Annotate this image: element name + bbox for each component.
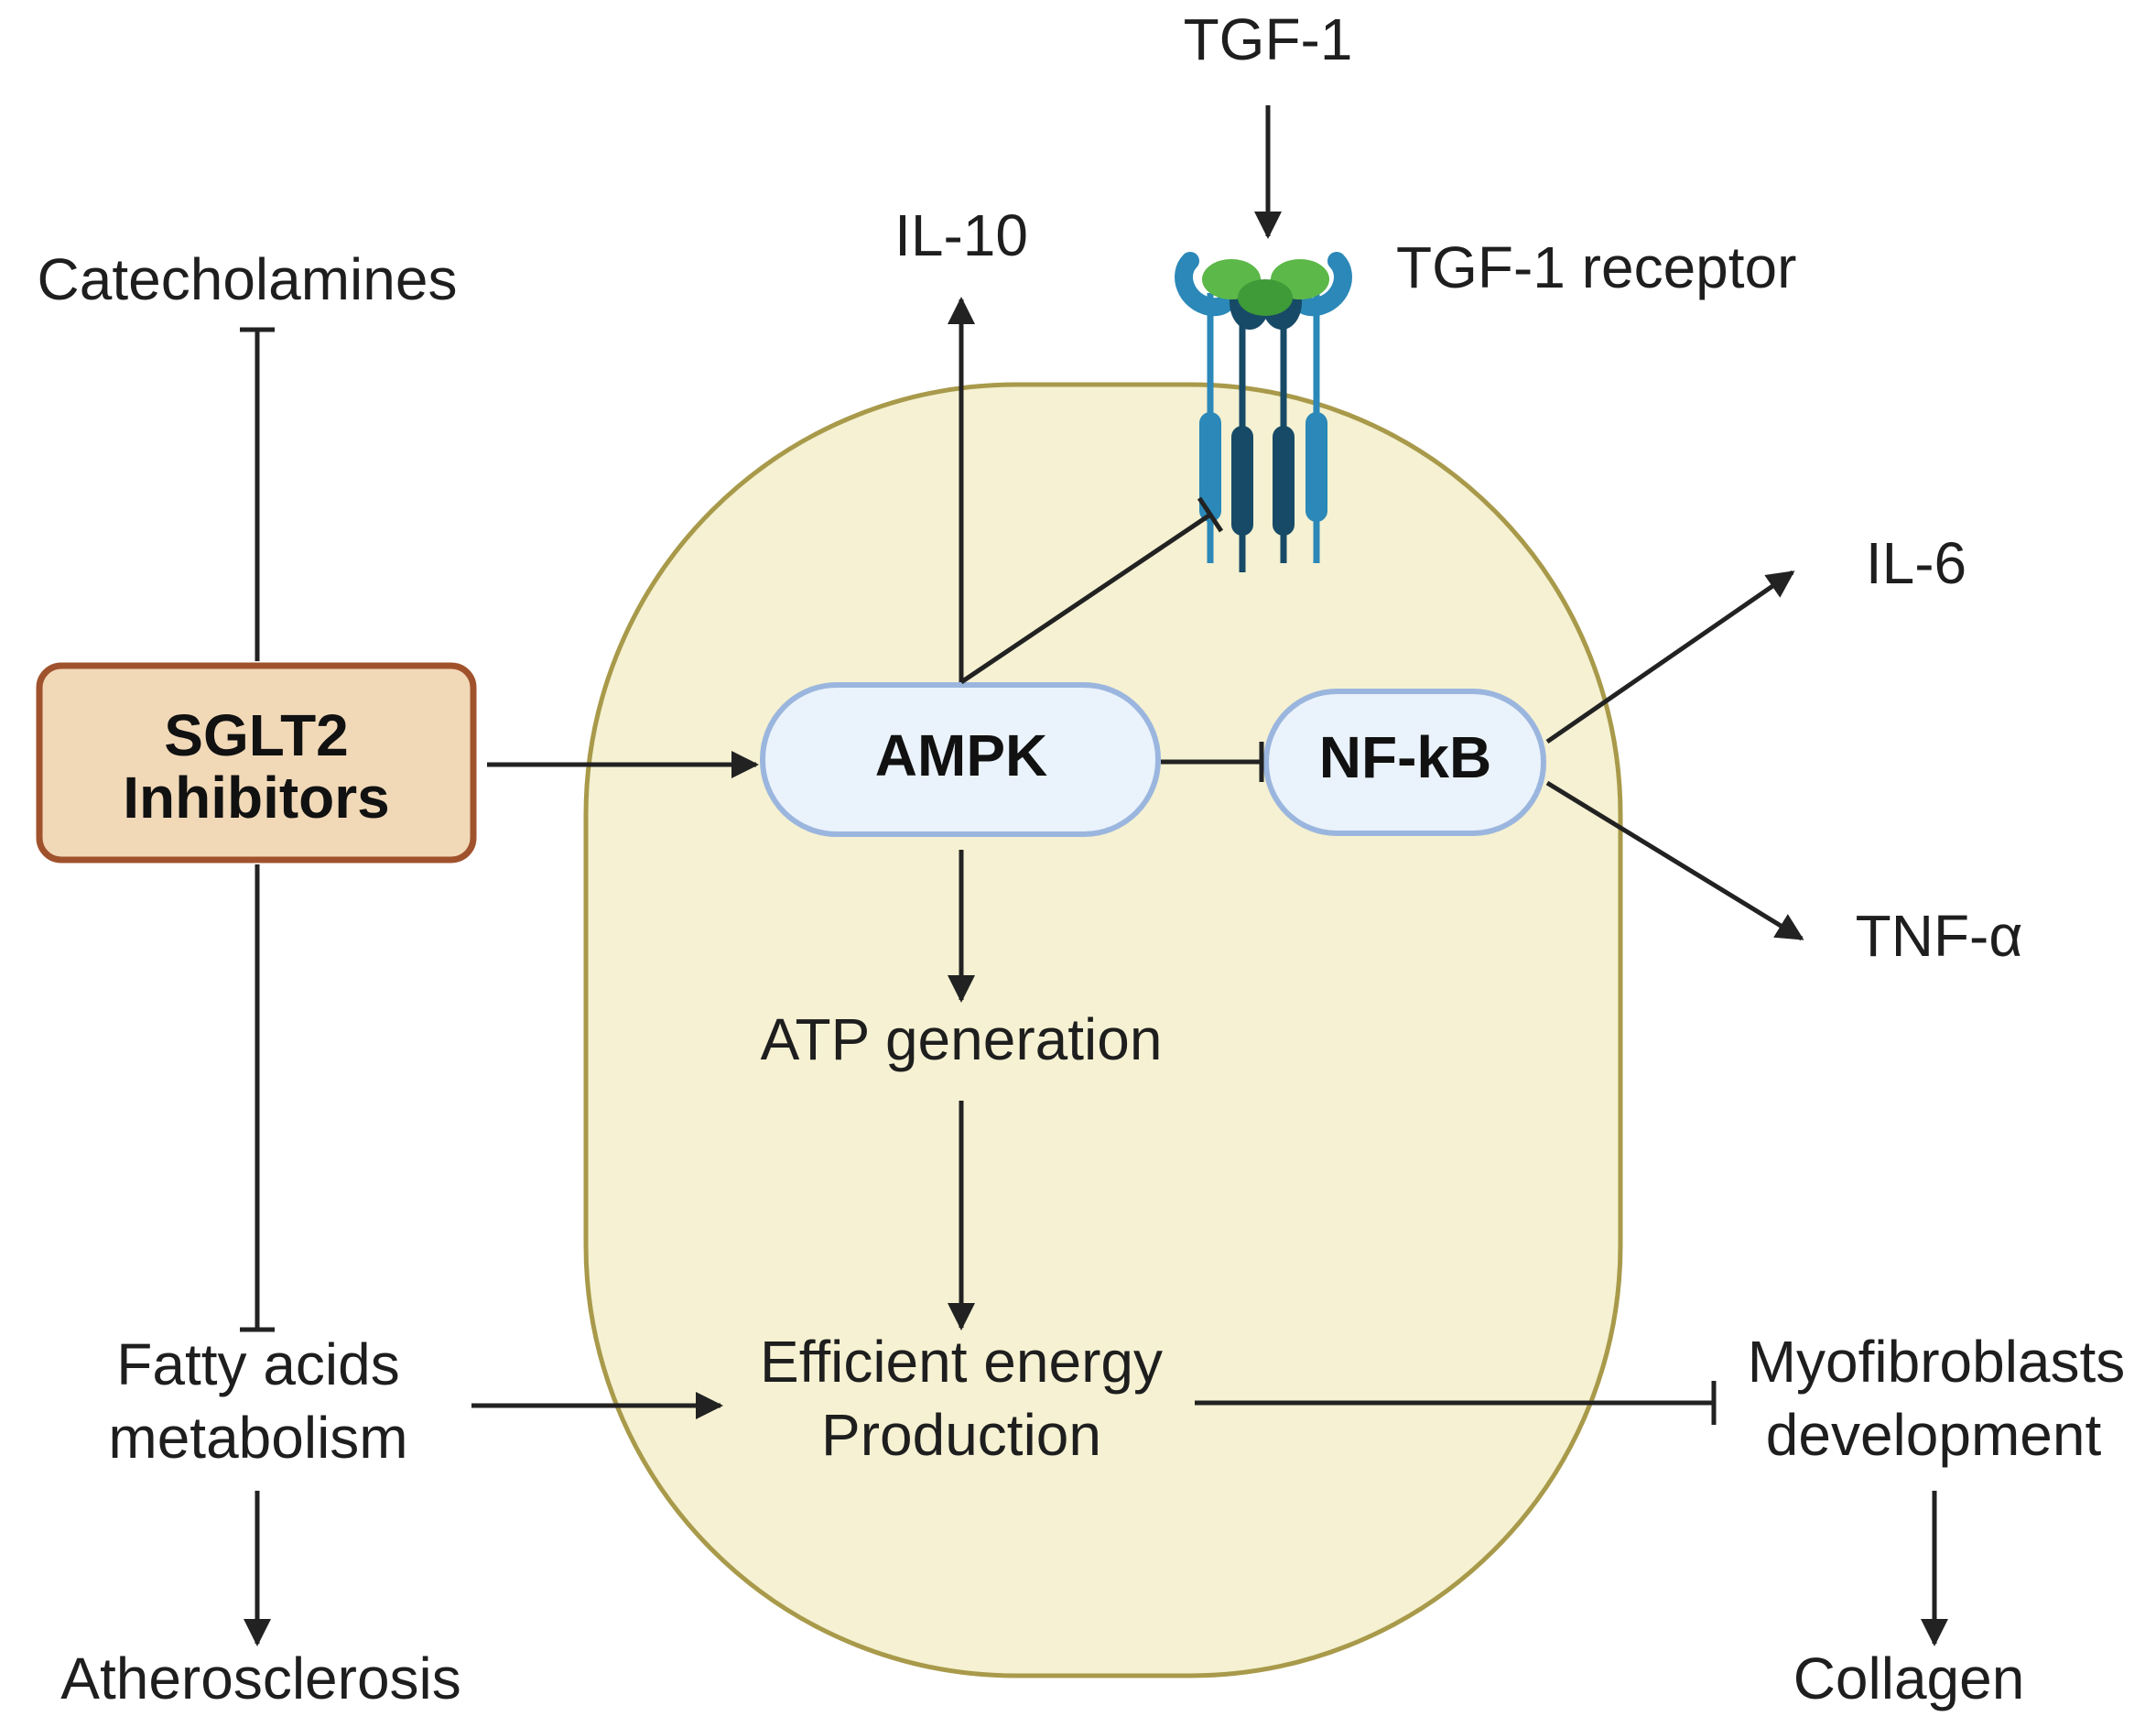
- edge-nfkb-il6: [1545, 570, 1795, 744]
- il6-label: IL-6: [1866, 530, 1966, 596]
- myofibroblasts-label-line1: Myofibroblasts: [1748, 1329, 2126, 1395]
- collagen-label: Collagen: [1793, 1646, 2025, 1711]
- efficient-energy-label-line2: Production: [821, 1402, 1101, 1468]
- edge-nfkb-tnfa: [1545, 780, 1804, 941]
- edge-ampk-tgfreceptor: [959, 512, 1212, 685]
- atherosclerosis-label: Atherosclerosis: [60, 1646, 461, 1711]
- efficient-energy-label-line1: Efficient energy: [760, 1329, 1163, 1395]
- catecholamines-label: Catecholamines: [38, 246, 458, 312]
- nfkb-node: [1263, 689, 1546, 836]
- tgf1-receptor-label: TGF-1 receptor: [1396, 234, 1796, 300]
- myofibroblasts-label-line2: development: [1766, 1402, 2102, 1468]
- sglt2-label-line1: SGLT2: [164, 702, 349, 768]
- edges: [240, 105, 1948, 1646]
- tnfa-label: TNF-α: [1856, 903, 2023, 969]
- fatty-acids-label-line2: metabolism: [108, 1405, 407, 1471]
- tgf1-receptor-icon: [1175, 252, 1352, 572]
- sglt2-label-line2: Inhibitors: [123, 765, 390, 831]
- sglt2-inhibitors-box: [36, 662, 477, 864]
- il10-label: IL-10: [894, 202, 1028, 268]
- fatty-acids-label-line1: Fatty acids: [116, 1331, 399, 1397]
- ampk-node: [760, 682, 1161, 837]
- ampk-label: AMPK: [875, 722, 1047, 788]
- nfkb-label: NF-kB: [1319, 724, 1491, 790]
- atp-generation-label: ATP generation: [761, 1006, 1163, 1072]
- tgf1-label: TGF-1: [1184, 6, 1353, 72]
